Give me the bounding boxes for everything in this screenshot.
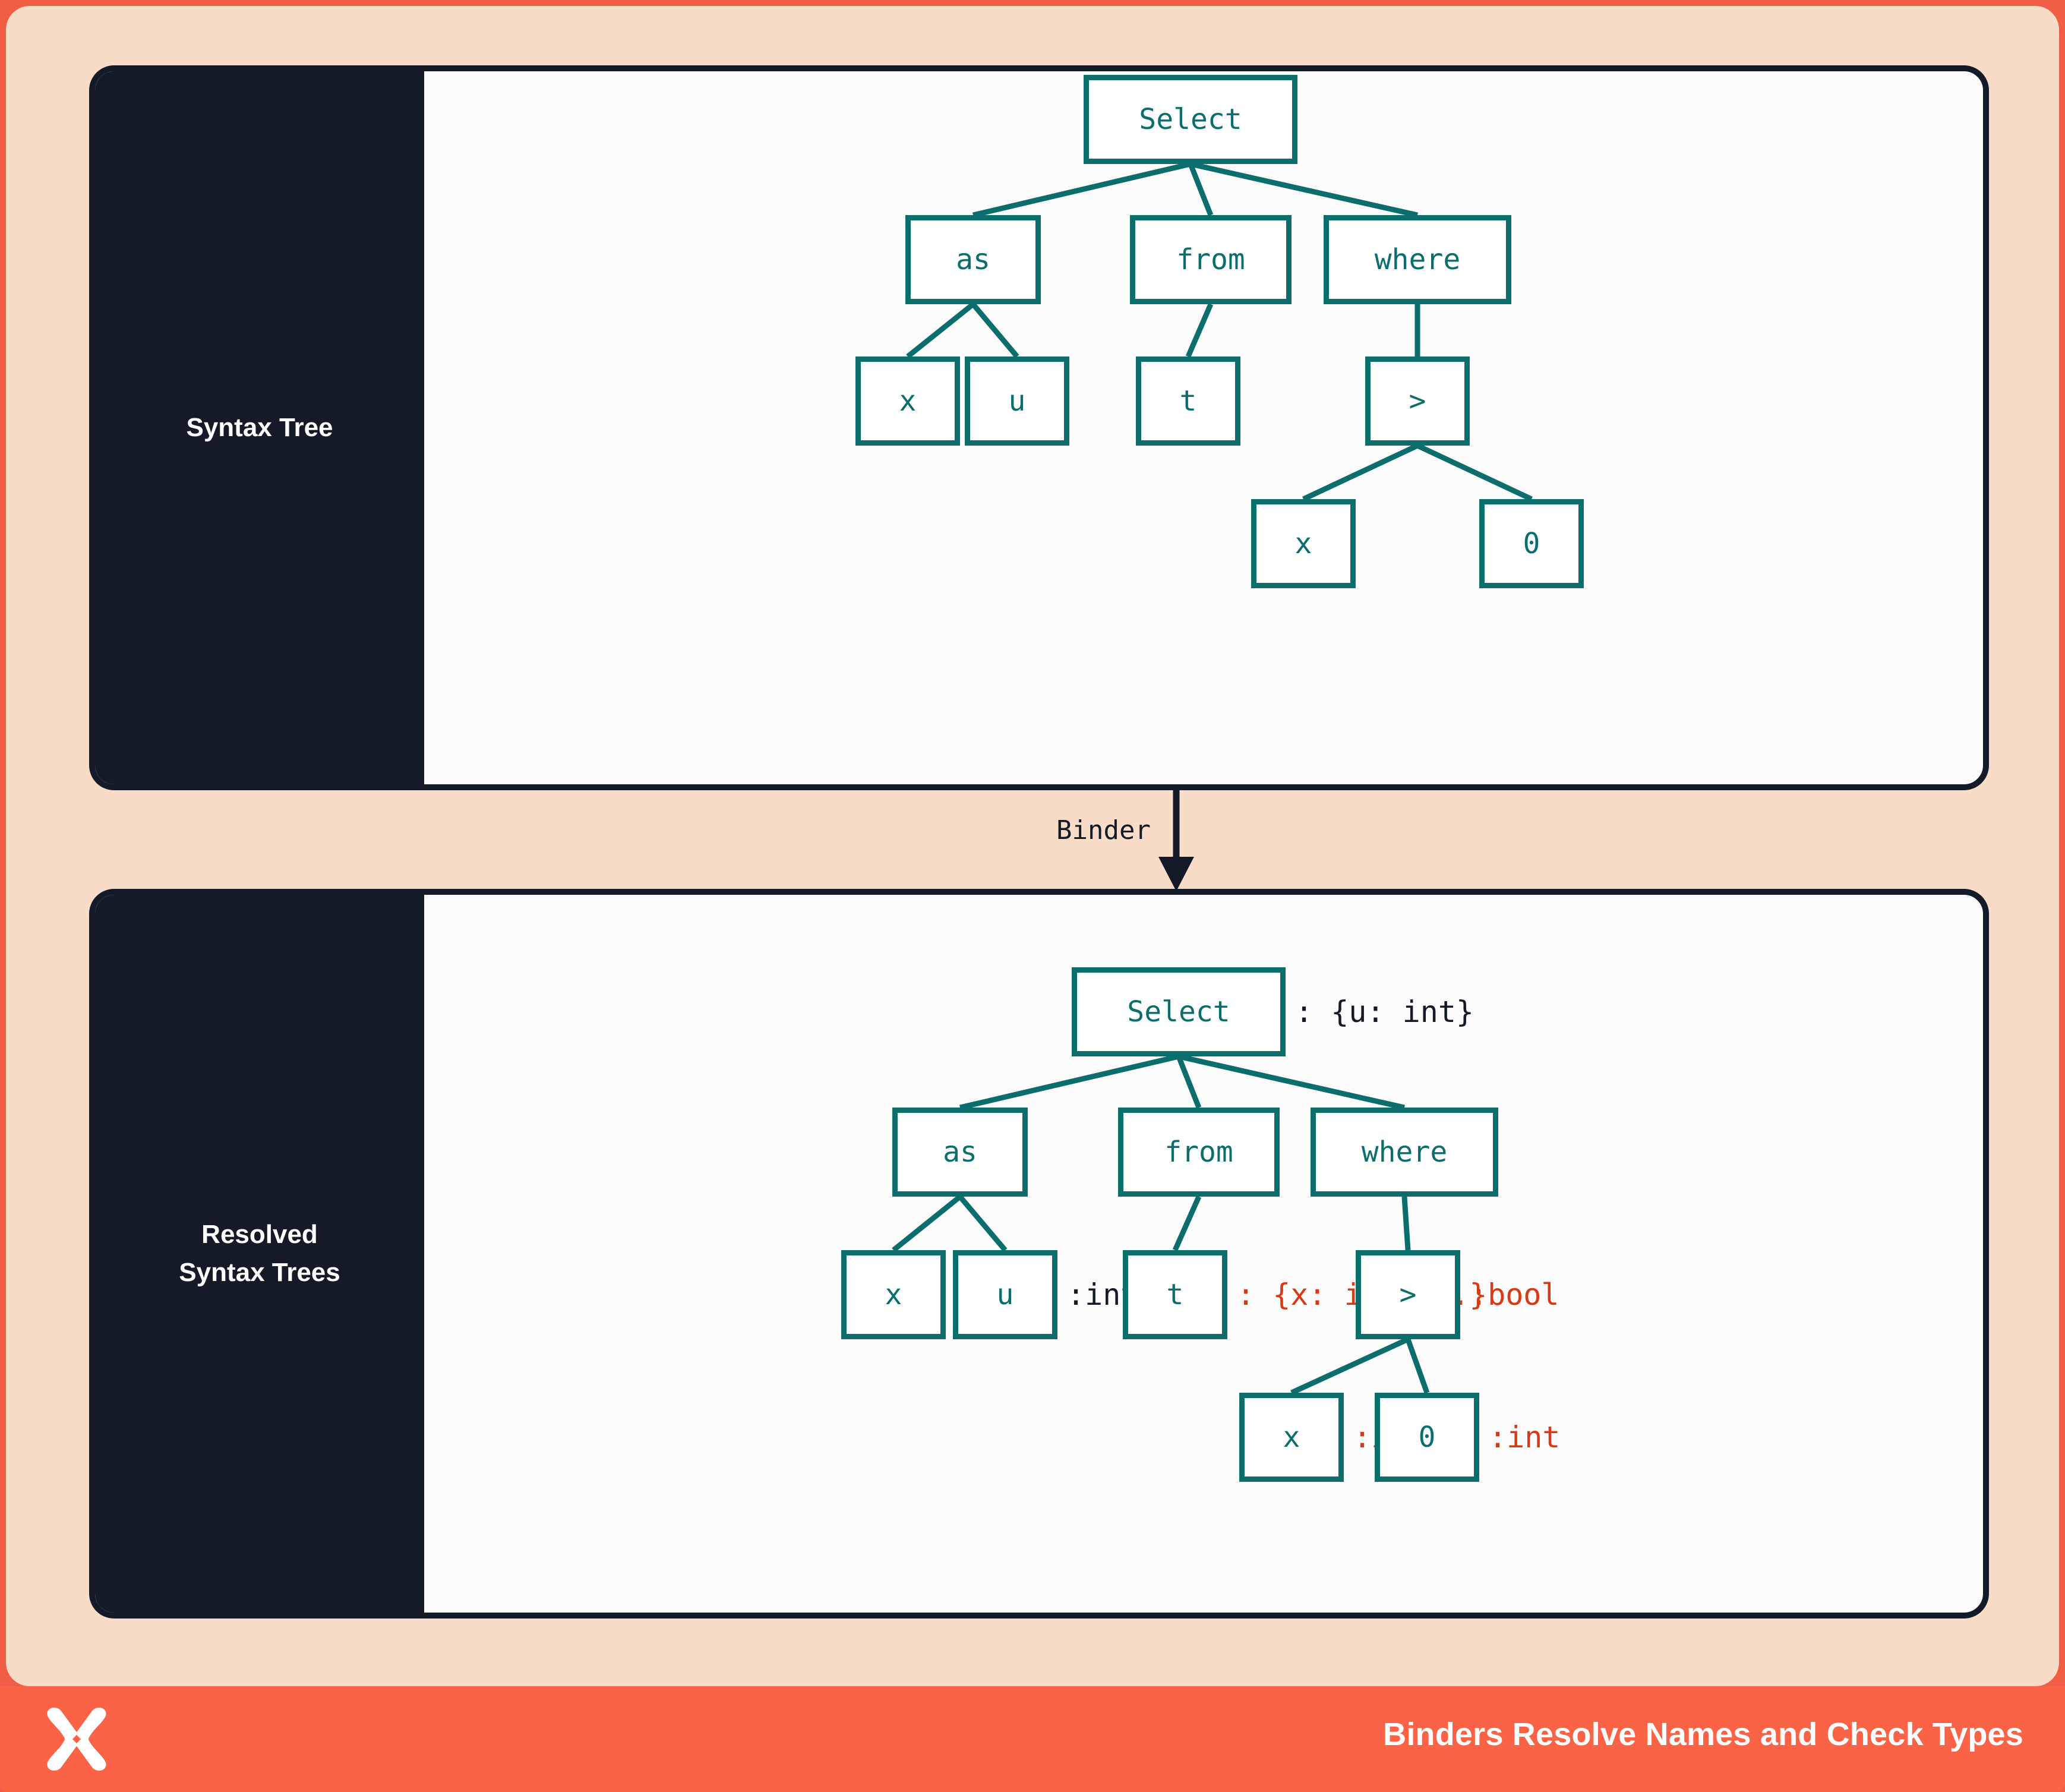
panel-resolved-sidebar: Resolved Syntax Trees: [95, 895, 424, 1613]
tree-edge: [1405, 1338, 1430, 1394]
tree-node-x[interactable]: x: [1251, 499, 1356, 588]
tree-node-from[interactable]: from: [1118, 1108, 1280, 1197]
tree-node-as[interactable]: as: [905, 215, 1041, 304]
tree-node-0[interactable]: 0: [1479, 499, 1584, 588]
tree-edge: [892, 1194, 962, 1252]
type-annotation: : {u: int}: [1295, 995, 1474, 1029]
tree-node-select[interactable]: Select: [1084, 75, 1297, 164]
tree-edge: [906, 302, 975, 359]
tree-edge: [959, 1053, 1180, 1110]
tree-node-from[interactable]: from: [1130, 215, 1292, 304]
tree-node-x[interactable]: x: [855, 356, 960, 446]
panel-title-line: Syntax Tree: [186, 413, 333, 443]
panel-syntax-tree-sidebar: Syntax Tree: [95, 71, 424, 784]
resolved-syntax-tree-canvas: Select: {u: int}asfromwherex:intu:intt: …: [424, 895, 1983, 1613]
tree-node-x[interactable]: x: [841, 1250, 946, 1339]
panel-title-line: Resolved: [201, 1220, 318, 1250]
footer-title: Binders Resolve Names and Check Types: [1383, 1717, 2023, 1752]
tree-edge: [1190, 161, 1418, 218]
type-annotation: :bool: [1470, 1277, 1559, 1312]
panel-resolved-syntax-trees: Resolved Syntax Trees Select : {u: int} as…: [89, 889, 1989, 1619]
tree-edge: [971, 302, 1019, 358]
tree-node-u[interactable]: u: [953, 1250, 1057, 1339]
tree-edge: [1176, 1055, 1202, 1109]
tree-node-where[interactable]: where: [1324, 215, 1511, 304]
type-annotation: :int: [1489, 1420, 1561, 1455]
resolved-syntax-tree-edges: [892, 1053, 1430, 1396]
panel-syntax-tree-title: Syntax Tree: [186, 409, 333, 447]
tree-edge: [1416, 443, 1533, 502]
butterfly-x-logo: [47, 1707, 106, 1771]
tree-node-x[interactable]: x: [1239, 1393, 1344, 1482]
tree-node-t[interactable]: t: [1123, 1250, 1227, 1339]
tree-edge: [1178, 1053, 1405, 1110]
tree-edge: [1172, 1195, 1202, 1251]
tree-node-where[interactable]: where: [1311, 1108, 1498, 1197]
tree-node-[interactable]: >: [1365, 356, 1470, 446]
tree-node-0[interactable]: 0: [1375, 1393, 1479, 1482]
downward-arrow-icon: [1158, 790, 1194, 891]
tree-edge: [1302, 443, 1419, 502]
tree-node-select[interactable]: Select: [1072, 967, 1286, 1056]
panel-title-line: Syntax Trees: [179, 1258, 340, 1287]
tree-node-t[interactable]: t: [1136, 356, 1240, 446]
tree-edge: [1401, 1196, 1411, 1251]
tree-node-as[interactable]: as: [892, 1108, 1028, 1197]
tree-edge: [1290, 1336, 1409, 1396]
tree-node-[interactable]: >: [1356, 1250, 1460, 1339]
footer-bar: [0, 1686, 2065, 1792]
panel-resolved-title: Resolved Syntax Trees: [179, 1216, 340, 1292]
tree-edge: [1188, 163, 1214, 216]
syntax-tree-edges: [906, 161, 1533, 502]
tree-edge: [1185, 303, 1214, 358]
binder-label: Binder: [1056, 815, 1151, 845]
tree-edge: [972, 161, 1192, 218]
tree-edge: [958, 1195, 1008, 1252]
tree-node-u[interactable]: u: [965, 356, 1069, 446]
